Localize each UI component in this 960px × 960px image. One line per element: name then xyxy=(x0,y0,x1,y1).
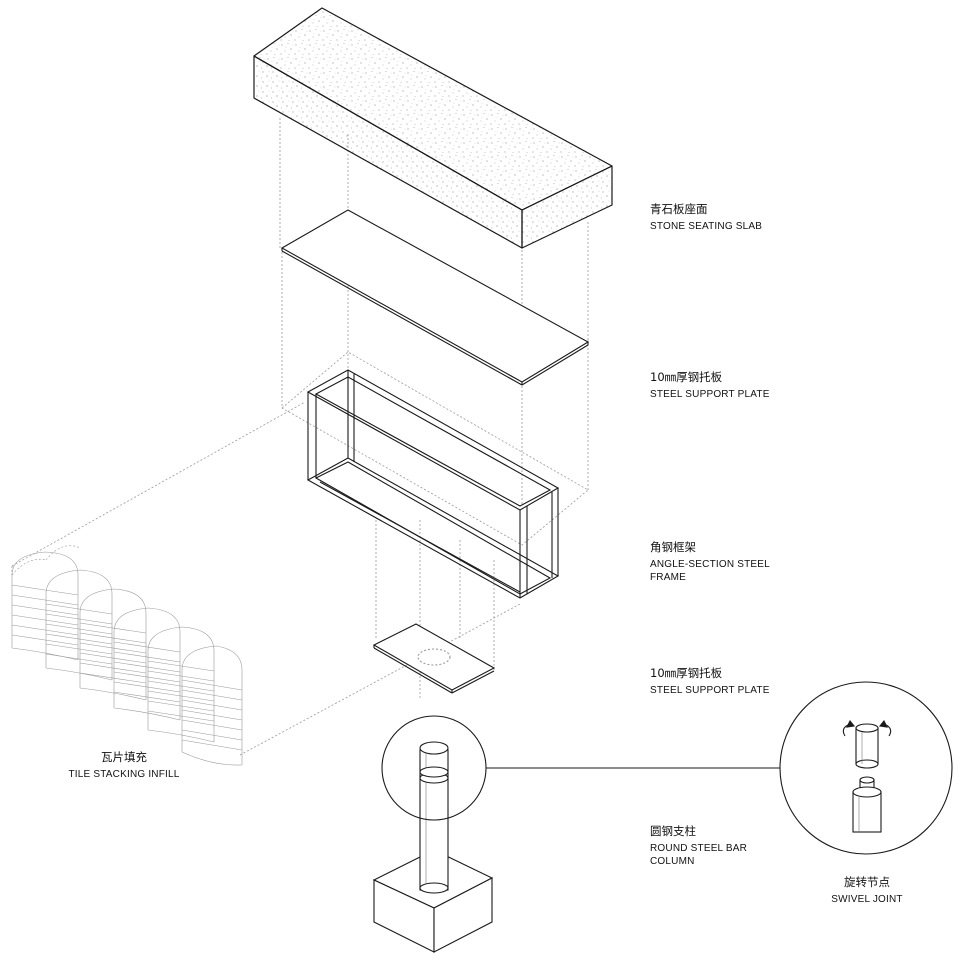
angle-section-steel-frame xyxy=(306,369,560,599)
label-steel-support-plate-lower: 10㎜厚钢托板 STEEL SUPPORT PLATE xyxy=(650,666,770,697)
label-en: SWIVEL JOINT xyxy=(831,893,903,905)
label-zh: 10㎜厚钢托板 xyxy=(650,370,723,384)
tile-stack-4 xyxy=(113,607,181,721)
slab-side-face xyxy=(521,165,613,249)
steel-support-plate-upper xyxy=(280,209,590,386)
label-zh: 10㎜厚钢托板 xyxy=(650,666,723,680)
label-stone-seating-slab: 青石板座面 STONE SEATING SLAB xyxy=(650,202,762,233)
round-steel-bar-column xyxy=(372,715,494,953)
label-zh: 瓦片填充 xyxy=(101,750,147,764)
base-side xyxy=(433,877,493,953)
stone-seating-slab xyxy=(253,7,613,249)
label-zh: 旋转节点 xyxy=(844,875,890,889)
label-round-steel-bar-column: 圆钢支柱 ROUND STEEL BAR COLUMN xyxy=(650,824,747,868)
tile-stack-3 xyxy=(79,588,147,701)
label-en: ANGLE-SECTION STEEL FRAME xyxy=(650,558,770,583)
steel-support-plate-lower xyxy=(372,623,496,694)
tile-stack-5 xyxy=(147,626,215,743)
label-zh: 圆钢支柱 xyxy=(650,824,696,838)
label-en: ROUND STEEL BAR COLUMN xyxy=(650,842,748,867)
label-zh: 角钢框架 xyxy=(650,540,696,554)
label-en: TILE STACKING INFILL xyxy=(68,768,180,780)
tile-stack-1 xyxy=(11,551,79,661)
tile-stack-2 xyxy=(45,569,113,681)
tile-stacking-infill xyxy=(11,545,243,766)
label-en: STONE SEATING SLAB xyxy=(650,220,763,232)
label-tile-stacking-infill: 瓦片填充 TILE STACKING INFILL xyxy=(40,750,208,781)
label-zh: 青石板座面 xyxy=(650,202,708,216)
label-swivel-joint: 旋转节点 SWIVEL JOINT xyxy=(812,875,922,906)
label-steel-support-plate-upper: 10㎜厚钢托板 STEEL SUPPORT PLATE xyxy=(650,370,770,401)
label-en: STEEL SUPPORT PLATE xyxy=(650,388,770,400)
tile-stack-6 xyxy=(181,645,243,766)
label-en: STEEL SUPPORT PLATE xyxy=(650,684,770,696)
label-angle-section-steel-frame: 角钢框架 ANGLE-SECTION STEEL FRAME xyxy=(650,540,770,584)
swivel-joint-detail xyxy=(779,681,953,855)
